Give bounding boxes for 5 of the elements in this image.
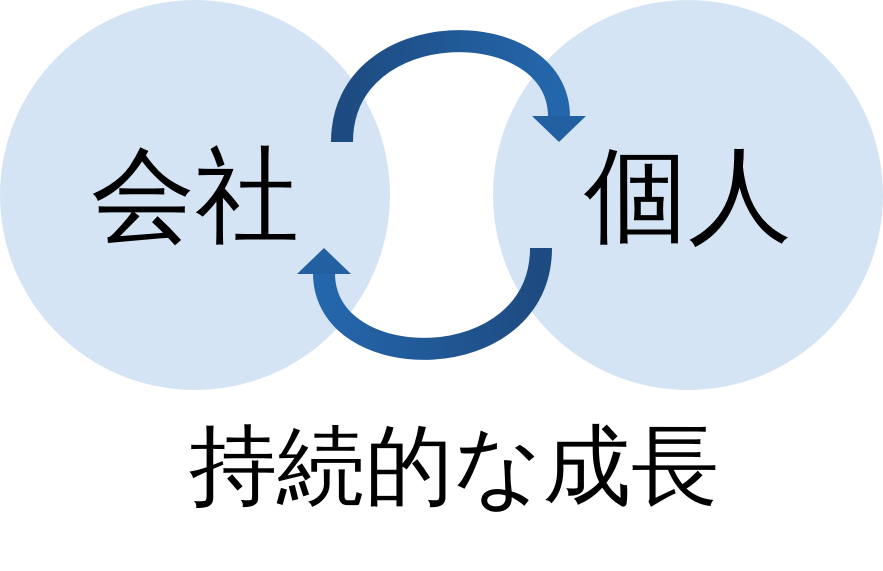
circle-label: 会社 (91, 138, 299, 252)
circle-label: 個人 (584, 138, 792, 252)
curved-arrow (298, 246, 552, 360)
caption-text: 持続的な成長 (189, 418, 719, 514)
curved-arrow (331, 30, 586, 144)
